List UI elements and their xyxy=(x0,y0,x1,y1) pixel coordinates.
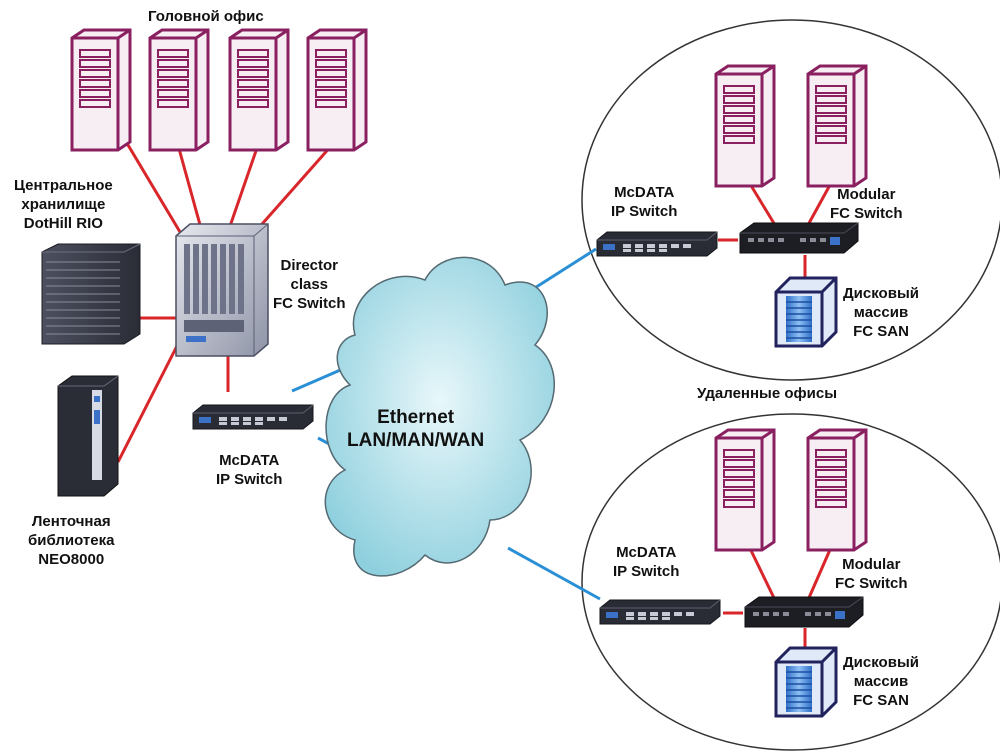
modular-fc-switch-icon xyxy=(739,222,859,254)
remote-bottom-disk-label: Дисковый массив FC SAN xyxy=(843,654,919,709)
server-icon xyxy=(806,428,868,552)
fc-links-head-office xyxy=(116,139,334,463)
remote-top-disk-label: Дисковый массив FC SAN xyxy=(843,285,919,340)
remote-bottom-fc-switch-label: Modular FC Switch xyxy=(835,556,908,592)
central-storage-label: Центральное хранилище DotHill RIO xyxy=(14,177,113,232)
remote-office-top-boundary xyxy=(581,19,1000,381)
remote-office-bottom-boundary xyxy=(581,413,1000,751)
ip-switch-icon xyxy=(599,599,721,625)
server-icon xyxy=(306,28,368,152)
disk-array-icon xyxy=(774,646,838,718)
head-office-title: Головной офис xyxy=(148,8,264,25)
director-switch-label: Director class FC Switch xyxy=(273,257,346,312)
server-icon xyxy=(70,28,132,152)
tape-library-label: Ленточная библиотека NEO8000 xyxy=(28,513,115,568)
server-icon xyxy=(148,28,210,152)
disk-array-icon xyxy=(774,276,838,348)
remote-bottom-ip-switch-label: McDATA IP Switch xyxy=(613,544,680,580)
remote-top-ip-switch-label: McDATA IP Switch xyxy=(611,184,678,220)
remote-offices-title: Удаленные офисы xyxy=(697,385,838,402)
ip-switch-icon xyxy=(192,404,314,430)
server-icon xyxy=(714,428,776,552)
head-ip-switch-label: McDATA IP Switch xyxy=(216,452,283,488)
remote-top-fc-switch-label: Modular FC Switch xyxy=(830,186,903,222)
ethernet-cloud xyxy=(324,256,556,577)
storage-rack-icon xyxy=(41,243,141,345)
modular-fc-switch-icon xyxy=(744,596,864,628)
server-icon xyxy=(228,28,290,152)
director-switch-icon xyxy=(175,223,269,357)
network-cloud-label: Ethernet LAN/MAN/WAN xyxy=(347,407,485,451)
ip-switch-icon xyxy=(596,231,718,257)
server-icon xyxy=(714,64,776,188)
server-icon xyxy=(806,64,868,188)
tape-library-icon xyxy=(57,375,119,497)
